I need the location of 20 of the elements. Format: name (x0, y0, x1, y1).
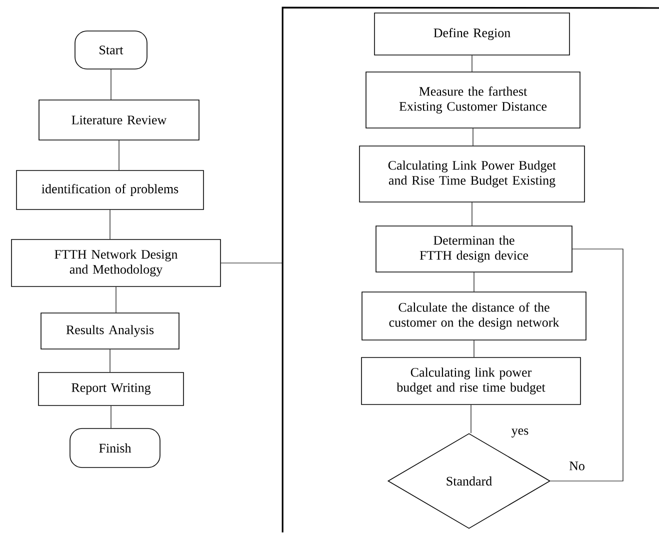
connector-line (118, 140, 120, 170)
process-box: Report Writing (38, 372, 184, 406)
process-box: Results Analysis (40, 312, 180, 350)
connector-line (110, 406, 112, 428)
connector-line (220, 262, 283, 264)
connector-line (550, 248, 624, 482)
process-box: Calculating link power budget and rise time budget (361, 357, 581, 405)
process-box: identification of problems (16, 170, 204, 210)
process-box: Define Region (374, 12, 570, 56)
connector-line (470, 404, 472, 434)
process-box: Literature Review (38, 100, 200, 140)
process-box: FTTH Network Design and Methodology (11, 239, 221, 287)
process-box: Determinan the FTTH design device (376, 226, 572, 272)
connector-line (472, 128, 474, 146)
process-box: Measure the farthest Existing Customer Distance (366, 72, 580, 128)
process-box: Calculating Link Power Budget and Rise Time Budget Existing (359, 146, 585, 202)
process-box: Calculate the distance of the customer on the design network (362, 292, 586, 340)
connector-line (110, 69, 112, 100)
edge-label: No (568, 460, 586, 472)
frame (282, 6, 659, 532)
